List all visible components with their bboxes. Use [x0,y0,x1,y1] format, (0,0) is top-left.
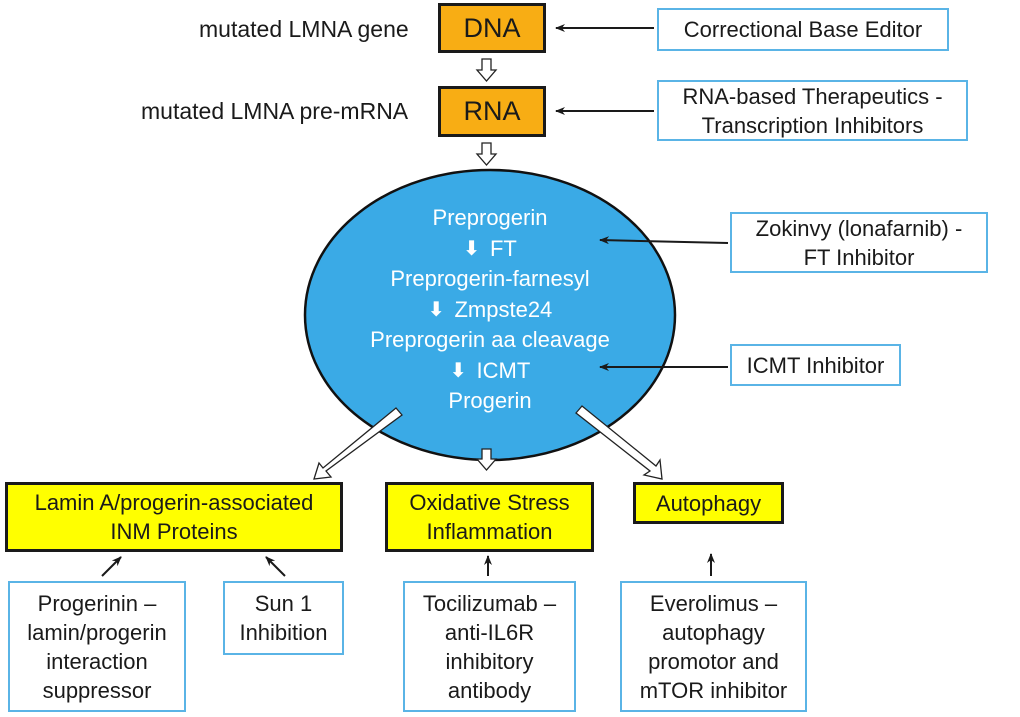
therapy-zokinvy: Zokinvy (lonafarnib) - FT Inhibitor [730,212,988,273]
dna-caption: mutated LMNA gene [199,16,409,42]
hollow-arrow-to-oxidative [475,448,498,471]
outcome-autophagy-label: Autophagy [655,490,762,516]
treatment-tocilizumab-line-2: anti-IL6R [444,619,535,645]
step-icmt: ⬇ ICMT [330,356,650,387]
treatment-progerinin-line-1: Progerinin – [37,590,157,616]
treatment-progerinin-line-3: interaction [46,648,148,674]
treatment-sun1-line-2: Inhibition [239,620,328,645]
arrow-progerinin-to-lamin [101,556,122,577]
outcome-lamin-inm: Lamin A/progerin-associated INM Proteins [5,482,343,552]
enzyme-zmpste24: Zmpste24 [454,296,553,322]
treatment-progerinin-line-2: lamin/progerin [27,619,167,645]
hollow-arrow-rna-to-protein [475,142,498,166]
hollow-arrow-to-lamin [313,407,403,480]
rna-box: RNA [438,86,546,137]
outcome-autophagy: Autophagy [633,482,784,524]
hollow-arrow-dna-to-rna [475,58,498,82]
therapy-zokinvy-line-1: Zokinvy (lonafarnib) - [755,215,963,241]
dna-box: DNA [438,3,546,53]
arrow-zokinvy-to-ft [599,236,729,245]
therapy-icmt-inhibitor: ICMT Inhibitor [730,344,901,386]
down-arrow-icon: ⬇ [449,359,467,382]
treatment-everolimus-line-2: autophagy [662,619,765,645]
outcome-oxidative-line-1: Oxidative Stress [409,490,570,515]
therapy-rna-based: RNA-based Therapeutics - Transcription I… [657,80,968,141]
treatment-sun1-line-1: Sun 1 [254,591,313,616]
rna-caption: mutated LMNA pre-mRNA [141,98,409,124]
outcome-oxidative-line-2: Inflammation [426,519,553,544]
treatment-everolimus-line-4: mTOR inhibitor [639,677,788,703]
rna-label: RNA [463,96,521,126]
enzyme-icmt: ICMT [476,357,531,383]
treatment-progerinin-line-4: suppressor [42,677,152,703]
therapy-base-editor: Correctional Base Editor [657,8,949,51]
treatment-everolimus-line-1: Everolimus – [649,590,778,616]
treatment-everolimus-line-3: promotor and [648,648,779,674]
step-preprogerin: Preprogerin [432,205,548,230]
outcome-oxidative-stress: Oxidative Stress Inflammation [385,482,594,552]
therapy-zokinvy-line-2: FT Inhibitor [803,244,915,270]
outcome-lamin-line-1: Lamin A/progerin-associated [34,490,314,515]
treatment-everolimus: Everolimus – autophagy promotor and mTOR… [620,581,807,712]
therapy-rna-line-2: Transcription Inhibitors [701,112,924,138]
therapy-icmt-label: ICMT Inhibitor [746,352,885,378]
down-arrow-icon: ⬇ [463,237,480,260]
step-preprogerin-cleavage: Preprogerin aa cleavage [370,327,610,352]
outcome-lamin-line-2: INM Proteins [110,519,238,544]
therapy-base-editor-label: Correctional Base Editor [683,17,923,42]
arrow-sun1-to-lamin [265,556,286,577]
treatment-tocilizumab-line-1: Tocilizumab – [422,590,557,616]
step-progerin: Progerin [448,388,532,413]
treatment-progerinin: Progerinin – lamin/progerin interaction … [8,581,186,712]
treatment-tocilizumab-line-3: inhibitory [445,648,534,674]
step-zmpste24: ⬇ Zmpste24 [330,295,650,326]
therapy-rna-line-1: RNA-based Therapeutics - [682,83,943,109]
down-arrow-icon: ⬇ [427,298,445,321]
treatment-sun1: Sun 1 Inhibition [223,581,344,655]
step-preprogerin-farnesyl: Preprogerin-farnesyl [390,266,590,291]
dna-label: DNA [463,12,521,43]
treatment-tocilizumab-line-4: antibody [447,677,532,703]
hollow-arrow-to-autophagy [575,405,663,480]
step-ft: ⬇ FT [330,234,650,265]
treatment-tocilizumab: Tocilizumab – anti-IL6R inhibitory antib… [403,581,576,712]
processing-steps: Preprogerin ⬇ FT Preprogerin-farnesyl ⬇ … [330,203,650,417]
enzyme-ft: FT [489,235,517,261]
